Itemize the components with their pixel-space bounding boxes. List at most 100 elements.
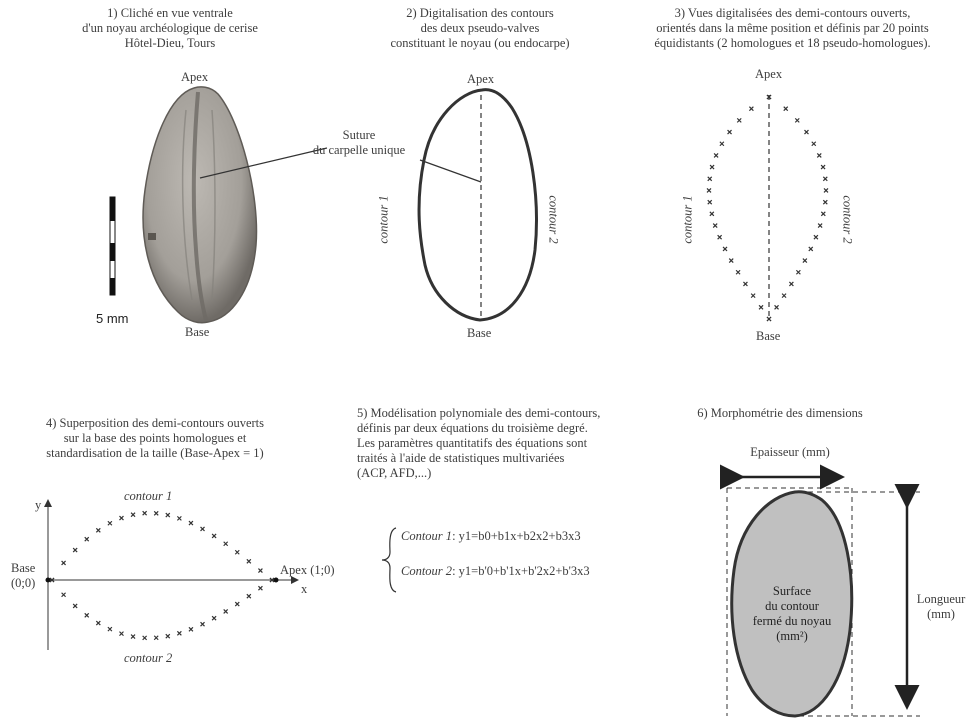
contour1-point [717, 234, 723, 240]
base-label: Base [11, 561, 36, 575]
panel1-base-label: Base [185, 325, 210, 339]
contour1-point [153, 510, 159, 516]
contour2-point [107, 626, 113, 632]
contour1-point [257, 568, 263, 574]
panel3-base-label: Base [756, 329, 781, 343]
contour1-point [234, 549, 240, 555]
contour2-point [130, 634, 136, 639]
contour1-point [735, 269, 741, 275]
equation2-formula: : y1=b'0+b'1x+b'2x2+b'3x3 [452, 564, 590, 578]
contour2-point [802, 258, 808, 264]
contour2-point [95, 620, 101, 626]
panel1-caption: 1) Cliché en vue ventrale d'un noyau arc… [82, 6, 258, 50]
suture-ridge [191, 91, 208, 321]
contour1-point [722, 246, 728, 252]
contour1-point [188, 520, 194, 526]
contour2-point [84, 612, 90, 618]
contour2-point [820, 164, 826, 170]
panel3-apex-label: Apex [755, 67, 783, 81]
contour2-point [781, 293, 787, 299]
equation-contour1: Contour 1: y1=b0+b1x+b2x2+b3x3 [401, 529, 581, 544]
contour1-point [743, 281, 748, 287]
apex-point [273, 577, 279, 583]
contour1-point [736, 117, 742, 123]
closed-outline [417, 88, 538, 322]
contour2-point [817, 223, 823, 228]
contour2-point [820, 211, 826, 217]
panel3-caption: 3) Vues digitalisées des demi-contours o… [654, 6, 931, 50]
contour2-point [142, 635, 148, 641]
length-label: Longueur (mm) [916, 592, 966, 621]
suture-leader-line [199, 147, 328, 179]
panel4-caption: 4) Superposition des demi-contours ouver… [45, 416, 265, 460]
contour2-point [822, 199, 828, 205]
equation1-label: Contour 1 [401, 529, 453, 543]
panel2-base-label: Base [467, 326, 492, 340]
contour2-point [783, 106, 789, 112]
contour1-point [119, 515, 124, 521]
contour1-point [712, 223, 718, 228]
contour1-point [142, 510, 148, 516]
contour2-point [808, 246, 814, 252]
contour2-point [766, 316, 772, 322]
contour1-point [709, 211, 715, 217]
contour1-point [176, 515, 182, 521]
base-point [45, 577, 51, 583]
contour1-point [728, 258, 734, 264]
contour1-point [95, 527, 101, 533]
contour1-point [750, 293, 756, 299]
contour1-point [107, 520, 113, 526]
base-coord-label: (0;0) [11, 576, 36, 590]
contour1-point [758, 304, 764, 310]
filled-stone-outline [730, 490, 854, 718]
contour1-point [707, 199, 713, 205]
scale-label: 5 mm [96, 311, 129, 326]
contour2-point [165, 633, 171, 639]
contour1-point [748, 106, 754, 112]
contour2-point [234, 601, 240, 607]
contour2-point [823, 188, 829, 193]
stone-photo [142, 86, 258, 324]
contour2-point [813, 234, 819, 240]
x-axis-label: x [301, 582, 308, 596]
panel5-caption: 5) Modélisation polynomiale des demi-con… [357, 406, 601, 480]
contour2-point [200, 621, 205, 627]
panel4-contour1-label: contour 1 [124, 489, 173, 503]
scale-bar [109, 196, 116, 296]
contour1-point [706, 188, 712, 193]
contour1-point [130, 512, 136, 518]
equation2-label: Contour 2 [401, 564, 453, 578]
panel2-apex-label: Apex [467, 72, 495, 86]
stone-blemish [148, 233, 156, 240]
contour1-point [246, 558, 252, 564]
contour1-point [84, 536, 90, 542]
contour1-point [165, 512, 171, 518]
contour2-point [119, 631, 124, 637]
contour2-point [211, 615, 217, 621]
contour1-point [223, 541, 229, 547]
surface-label: Surface du contour fermé du noyau (mm²) [752, 584, 832, 643]
contour2-point [176, 630, 182, 636]
contour2-point [766, 94, 772, 100]
contour1-point [709, 164, 715, 170]
contour1-point [707, 176, 713, 182]
contour1-point [719, 141, 725, 147]
contour2-point [816, 152, 822, 158]
contour2-point [49, 577, 55, 583]
contour2-point [61, 592, 67, 598]
contour2-point [153, 635, 159, 641]
contour2-point [822, 176, 828, 182]
contour2-point [811, 141, 817, 147]
contour2-point [788, 281, 794, 287]
contour1-point [713, 152, 719, 158]
contour2-point [223, 608, 229, 614]
panel4-contour2-label: contour 2 [124, 651, 173, 665]
contour1-point [200, 526, 205, 532]
equation1-formula: : y1=b0+b1x+b2x2+b3x3 [452, 529, 581, 543]
contour1-point [211, 533, 217, 539]
contour2-point [246, 593, 252, 599]
contour2-point [188, 626, 194, 632]
